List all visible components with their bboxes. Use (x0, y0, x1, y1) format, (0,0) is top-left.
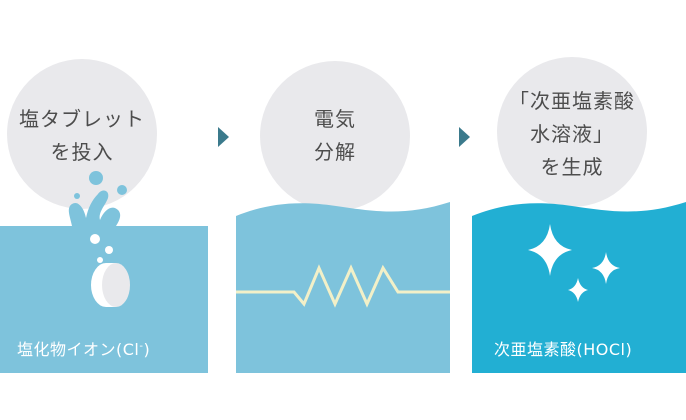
step2-water-panel (236, 202, 450, 373)
step3-line3: を生成 (540, 155, 604, 179)
step3-caption: 次亜塩素酸(HOCl) (494, 340, 633, 359)
arrow-right-icon-2 (459, 127, 470, 147)
electric-zigzag-icon (236, 264, 450, 308)
sparkle-icons (528, 224, 620, 302)
tablet-icon (91, 263, 130, 307)
sparkle-large-icon (528, 224, 572, 276)
step2-circle-text: 電気 分解 (260, 103, 410, 169)
step2-line2: 分解 (314, 140, 356, 164)
step1-caption-sup: - (139, 341, 144, 352)
bubbles (90, 234, 113, 263)
step3-circle-text: 「次亜塩素酸 水溶液」 を生成 (497, 85, 647, 184)
sparkle-small-icon (568, 278, 588, 302)
step1-line2: を投入 (50, 140, 114, 164)
step3-line2: 水溶液」 (530, 122, 614, 146)
sparkle-medium-icon (592, 252, 620, 284)
step3-circle: 「次亜塩素酸 水溶液」 を生成 (497, 57, 647, 207)
step3-line1: 「次亜塩素酸 (509, 89, 635, 113)
step1-caption-main: 塩化物イオン(Cl (17, 340, 140, 359)
step1-caption-end: ) (143, 340, 151, 359)
step1-circle: 塩タブレット を投入 (7, 59, 157, 209)
splash-icon (68, 171, 127, 226)
arrow-right-icon-1 (218, 127, 229, 147)
step1-line1: 塩タブレット (19, 107, 145, 131)
step2-line1: 電気 (314, 107, 356, 131)
step2-circle: 電気 分解 (260, 61, 410, 211)
step1-caption: 塩化物イオン(Cl-) (17, 336, 150, 360)
step1-circle-text: 塩タブレット を投入 (7, 103, 157, 169)
